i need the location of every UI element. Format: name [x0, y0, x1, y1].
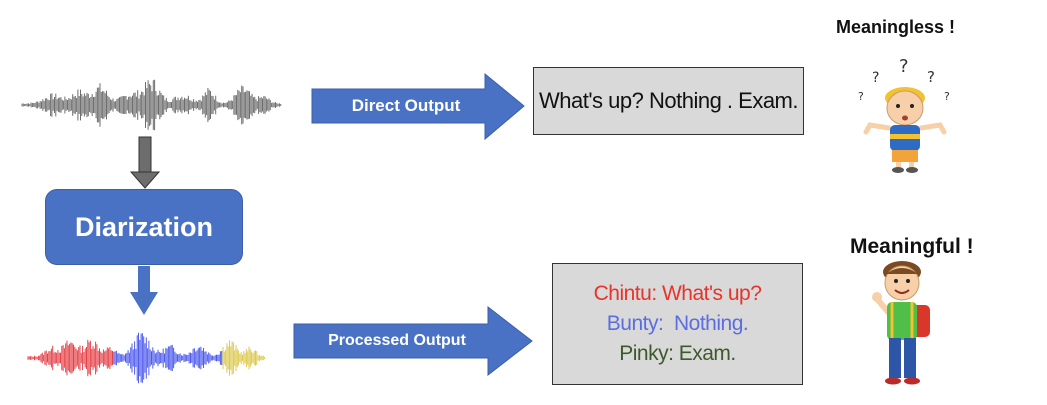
speaker-line-chintu: Chintu: What's up?: [593, 282, 762, 305]
direct-output-box: What's up? Nothing . Exam.: [533, 67, 804, 135]
processed-output-box: Chintu: What's up? Bunty: Nothing. Pinky…: [552, 263, 803, 385]
direct-output-text: What's up? Nothing . Exam.: [539, 88, 799, 113]
svg-text:?: ?: [927, 68, 935, 86]
svg-text:?: ?: [899, 56, 909, 77]
svg-text:?: ?: [872, 70, 879, 86]
raw-waveform: [21, 79, 282, 131]
down-arrow-blue: [130, 266, 158, 315]
svg-text:?: ?: [858, 90, 864, 103]
processed-output-label: Processed Output: [328, 332, 466, 349]
speaker-line-bunty: Bunty: Nothing.: [606, 312, 749, 335]
meaningless-caption: Meaningless !: [836, 17, 956, 37]
diarization-box: Diarization: [45, 189, 243, 265]
svg-text:?: ?: [944, 90, 950, 103]
diarization-label: Diarization: [74, 211, 214, 242]
meaningful-caption: Meaningful !: [850, 235, 974, 258]
speaker-line-pinky: Pinky: Exam.: [619, 342, 736, 365]
happy-boy-icon: [872, 261, 930, 385]
down-arrow-gray: [129, 136, 161, 189]
direct-output-arrow: [311, 72, 525, 141]
processed-output-arrow: [293, 305, 533, 377]
confused-boy-icon: ? ? ? ? ?: [858, 56, 950, 173]
direct-output-label: Direct Output: [351, 96, 461, 115]
diarized-waveform: [27, 332, 266, 384]
